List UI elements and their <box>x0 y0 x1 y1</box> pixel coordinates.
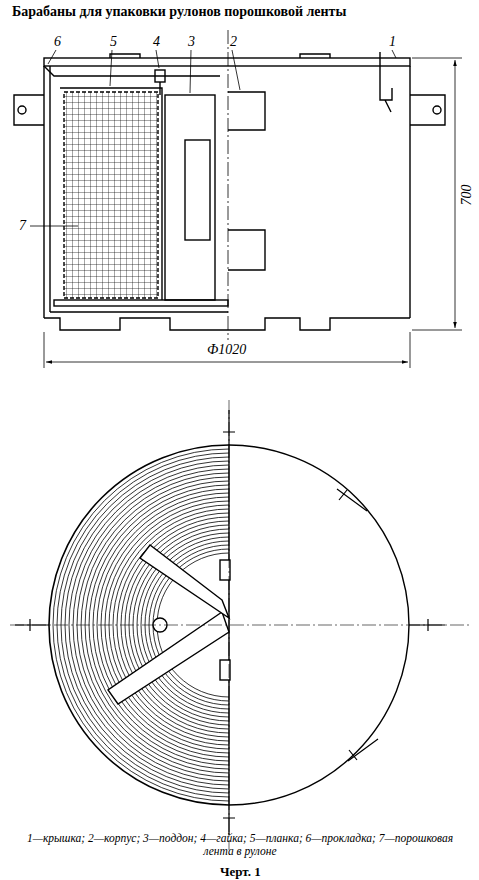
callout-number: 5 <box>109 34 118 50</box>
callout-number: 3 <box>187 34 196 50</box>
parts-caption: 1—крышка; 2—корпус; 3—поддон; 4—гайка; 5… <box>14 832 466 858</box>
figure-number: Черт. 1 <box>220 865 261 880</box>
side-view <box>14 30 462 368</box>
callout-number: 4 <box>152 34 161 50</box>
drawing-title: Барабаны для упаковки рулонов порошковой… <box>12 4 346 20</box>
dimension-label: Ф1020 <box>206 342 247 358</box>
callout-number: 6 <box>53 34 62 50</box>
dimension-label: 700 <box>459 184 475 207</box>
callout-number: 2 <box>229 34 238 50</box>
plan-view <box>10 400 470 850</box>
callout-number: 1 <box>388 34 397 50</box>
callout-number: 7 <box>18 218 27 234</box>
